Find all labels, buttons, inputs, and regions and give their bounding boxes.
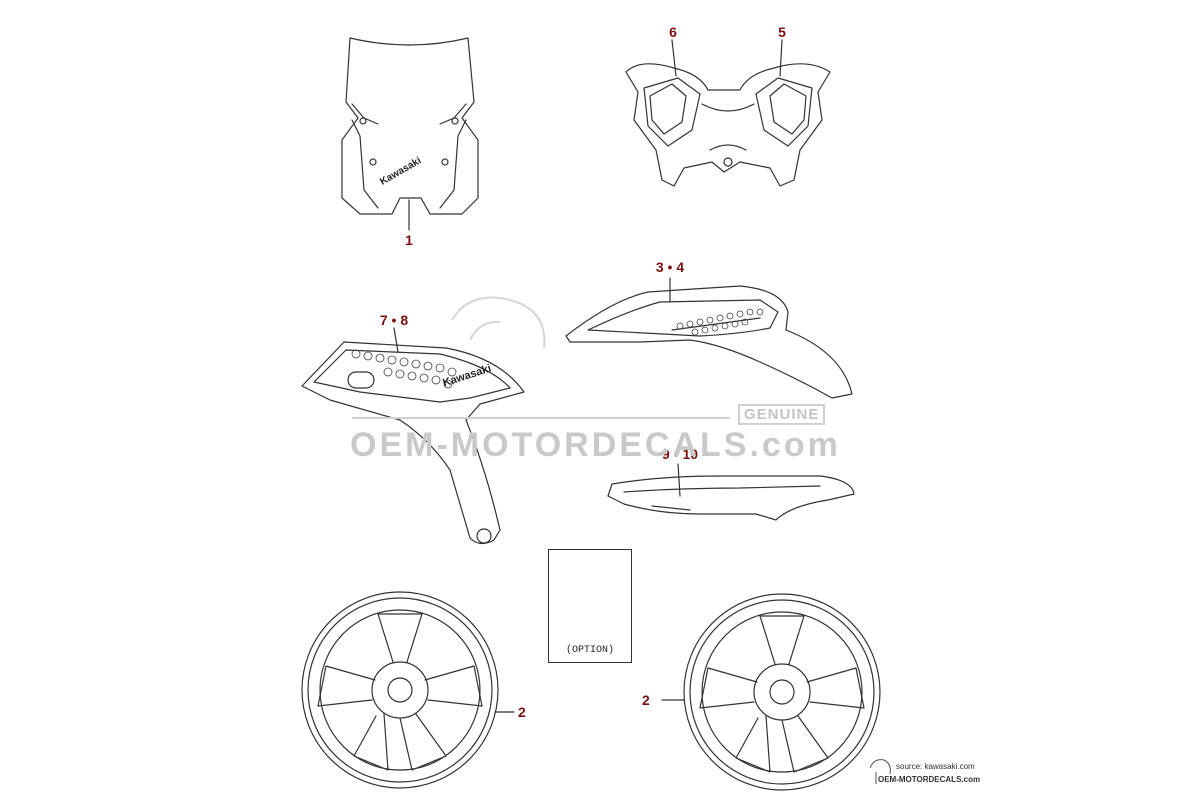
callout-7-8: 7 • 8 xyxy=(379,312,409,328)
option-box: (OPTION) xyxy=(548,549,632,663)
footer-site: OEM-MOTORDECALS.com xyxy=(878,775,981,784)
tail-cover-part xyxy=(607,463,855,521)
callout-3-4: 3 • 4 xyxy=(655,259,685,275)
footer-logo-icon xyxy=(869,759,891,784)
callout-9-10: 9 • 10 xyxy=(661,446,699,462)
watermark-site-text: OEM-MOTORDECALS.com xyxy=(350,426,841,464)
watermark-genuine-badge: GENUINE xyxy=(738,404,826,425)
right-wheel-part xyxy=(661,593,881,791)
callout-1: 1 xyxy=(405,232,413,248)
watermark-emblem xyxy=(451,296,546,349)
tank-cover-part xyxy=(565,277,853,399)
callout-5: 5 xyxy=(778,24,786,40)
callout-2-right-wheel: 2 xyxy=(642,692,650,708)
footer-source: source: kawasaki.com xyxy=(896,762,975,771)
option-label: (OPTION) xyxy=(565,645,614,656)
decal-dot-pattern xyxy=(351,308,764,389)
callout-6: 6 xyxy=(669,24,677,40)
windscreen-part xyxy=(341,37,479,231)
left-wheel-part xyxy=(301,591,515,789)
callout-2-left-wheel: 2 xyxy=(518,704,526,720)
side-shroud-part xyxy=(301,327,525,545)
front-cowl-part xyxy=(625,39,831,187)
